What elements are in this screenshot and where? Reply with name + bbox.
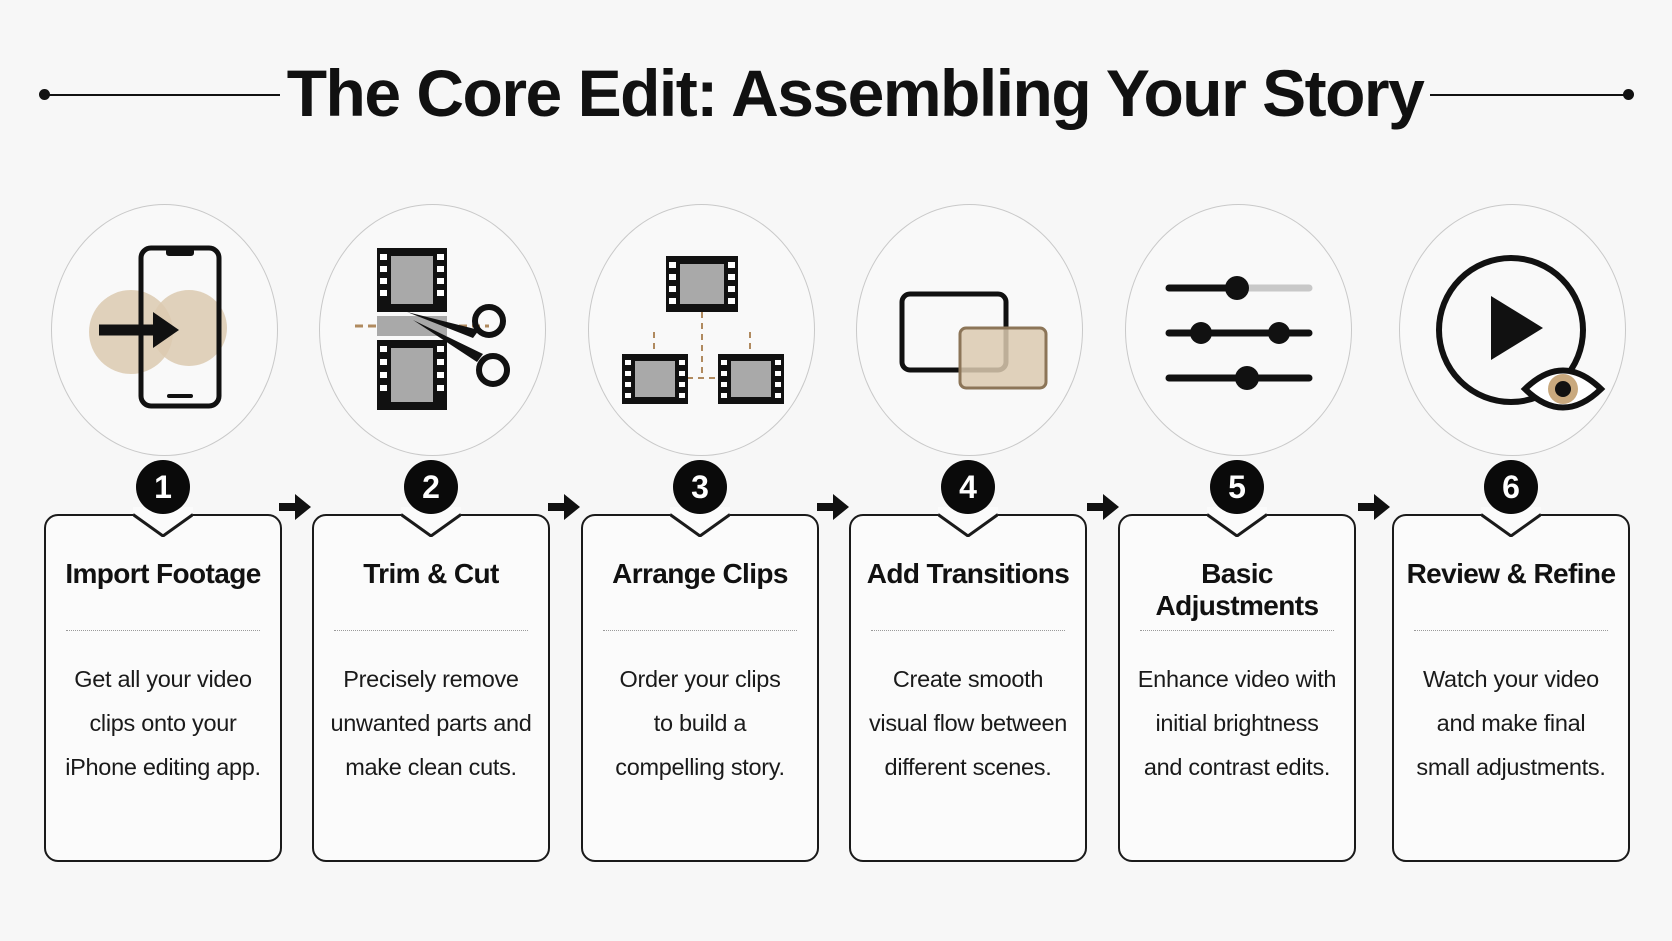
step-4: 4 Add Transitions Create smooth visual f… [849, 0, 1089, 941]
title-row: The Core Edit: Assembling Your Story [0, 0, 1672, 190]
step-number-badge: 5 [1210, 460, 1264, 514]
step-2: 2 Trim & Cut Precisely remove unwanted p… [312, 0, 552, 941]
step-card [849, 514, 1087, 862]
desc-line: different scenes. [884, 754, 1052, 780]
card-divider [1414, 630, 1608, 631]
desc-line: Create smooth [892, 666, 1044, 692]
next-arrow-icon [1358, 494, 1390, 520]
icon-circle [588, 204, 815, 456]
card-divider [334, 630, 528, 631]
step-number-badge: 2 [404, 460, 458, 514]
step-title: Add Transitions [866, 558, 1070, 589]
card-notch [938, 507, 998, 537]
desc-line: Get all your video [74, 666, 252, 692]
step-title: Trim & Cut [363, 558, 499, 589]
sliders-icon [1165, 276, 1313, 390]
step-5: 5 Basic Adjustments Enhance video with i… [1118, 0, 1358, 941]
next-arrow-icon [817, 494, 849, 520]
card-notch [401, 507, 461, 537]
card-notch [133, 507, 193, 537]
desc-line: Precisely remove [343, 666, 519, 692]
step-description: Get all your video clips onto your iPhon… [50, 657, 276, 789]
step-card [581, 514, 819, 862]
step-title: Review & Refine [1406, 558, 1616, 589]
card-divider [603, 630, 797, 631]
card-divider [66, 630, 260, 631]
desc-line: unwanted parts and [330, 710, 532, 736]
desc-line: clips onto your [89, 710, 237, 736]
step-number-badge: 6 [1484, 460, 1538, 514]
play-eye-icon [1436, 255, 1606, 411]
step-number-badge: 1 [136, 460, 190, 514]
card-notch [1481, 507, 1541, 537]
next-arrow-icon [1087, 494, 1119, 520]
desc-line: iPhone editing app. [65, 754, 261, 780]
step-title: Arrange Clips [612, 558, 788, 589]
page-title: The Core Edit: Assembling Your Story [286, 56, 1425, 130]
desc-line: initial brightness [1155, 710, 1319, 736]
card-notch [1207, 507, 1267, 537]
desc-line: compelling story. [615, 754, 785, 780]
step-description: Watch your video and make final small ad… [1398, 657, 1624, 789]
arrange-clips-icon [622, 256, 784, 404]
step-description: Precisely remove unwanted parts and make… [318, 657, 544, 789]
title-line-dot-right [1623, 89, 1634, 100]
step-1: 1 Import Footage Get all your video clip… [44, 0, 284, 941]
desc-line: to build a [653, 710, 747, 736]
film-scissors-icon [355, 248, 510, 410]
desc-line: visual flow between [868, 710, 1068, 736]
desc-line: make clean cuts. [345, 754, 517, 780]
next-arrow-icon [548, 494, 580, 520]
desc-line: and contrast edits. [1143, 754, 1331, 780]
step-title: Basic Adjustments [1155, 558, 1320, 621]
step-number-badge: 4 [941, 460, 995, 514]
step-card [1118, 514, 1356, 862]
step-3: 3 Arrange Clips Order your clips to buil… [581, 0, 821, 941]
step-title: Import Footage [65, 558, 261, 589]
step-number-badge: 3 [673, 460, 727, 514]
desc-line: and make final [1436, 710, 1586, 736]
card-notch [670, 507, 730, 537]
next-arrow-icon [279, 494, 311, 520]
step-card [312, 514, 550, 862]
title-line-right [1430, 94, 1628, 96]
step-card [1392, 514, 1630, 862]
desc-line: Order your clips [619, 666, 781, 692]
step-description: Create smooth visual flow between differ… [855, 657, 1081, 789]
desc-line: Watch your video [1423, 666, 1599, 692]
title-line-left [45, 94, 280, 96]
step-6: 6 Review & Refine Watch your video and m… [1392, 0, 1632, 941]
transition-icon [899, 291, 1048, 390]
card-divider [871, 630, 1065, 631]
step-card [44, 514, 282, 862]
card-divider [1140, 630, 1334, 631]
step-description: Enhance video with initial brightness an… [1124, 657, 1350, 789]
step-description: Order your clips to build a compelling s… [587, 657, 813, 789]
title-line-dot-left [39, 89, 50, 100]
desc-line: small adjustments. [1416, 754, 1606, 780]
desc-line: Enhance video with [1137, 666, 1337, 692]
phone-import-icon [89, 245, 227, 409]
